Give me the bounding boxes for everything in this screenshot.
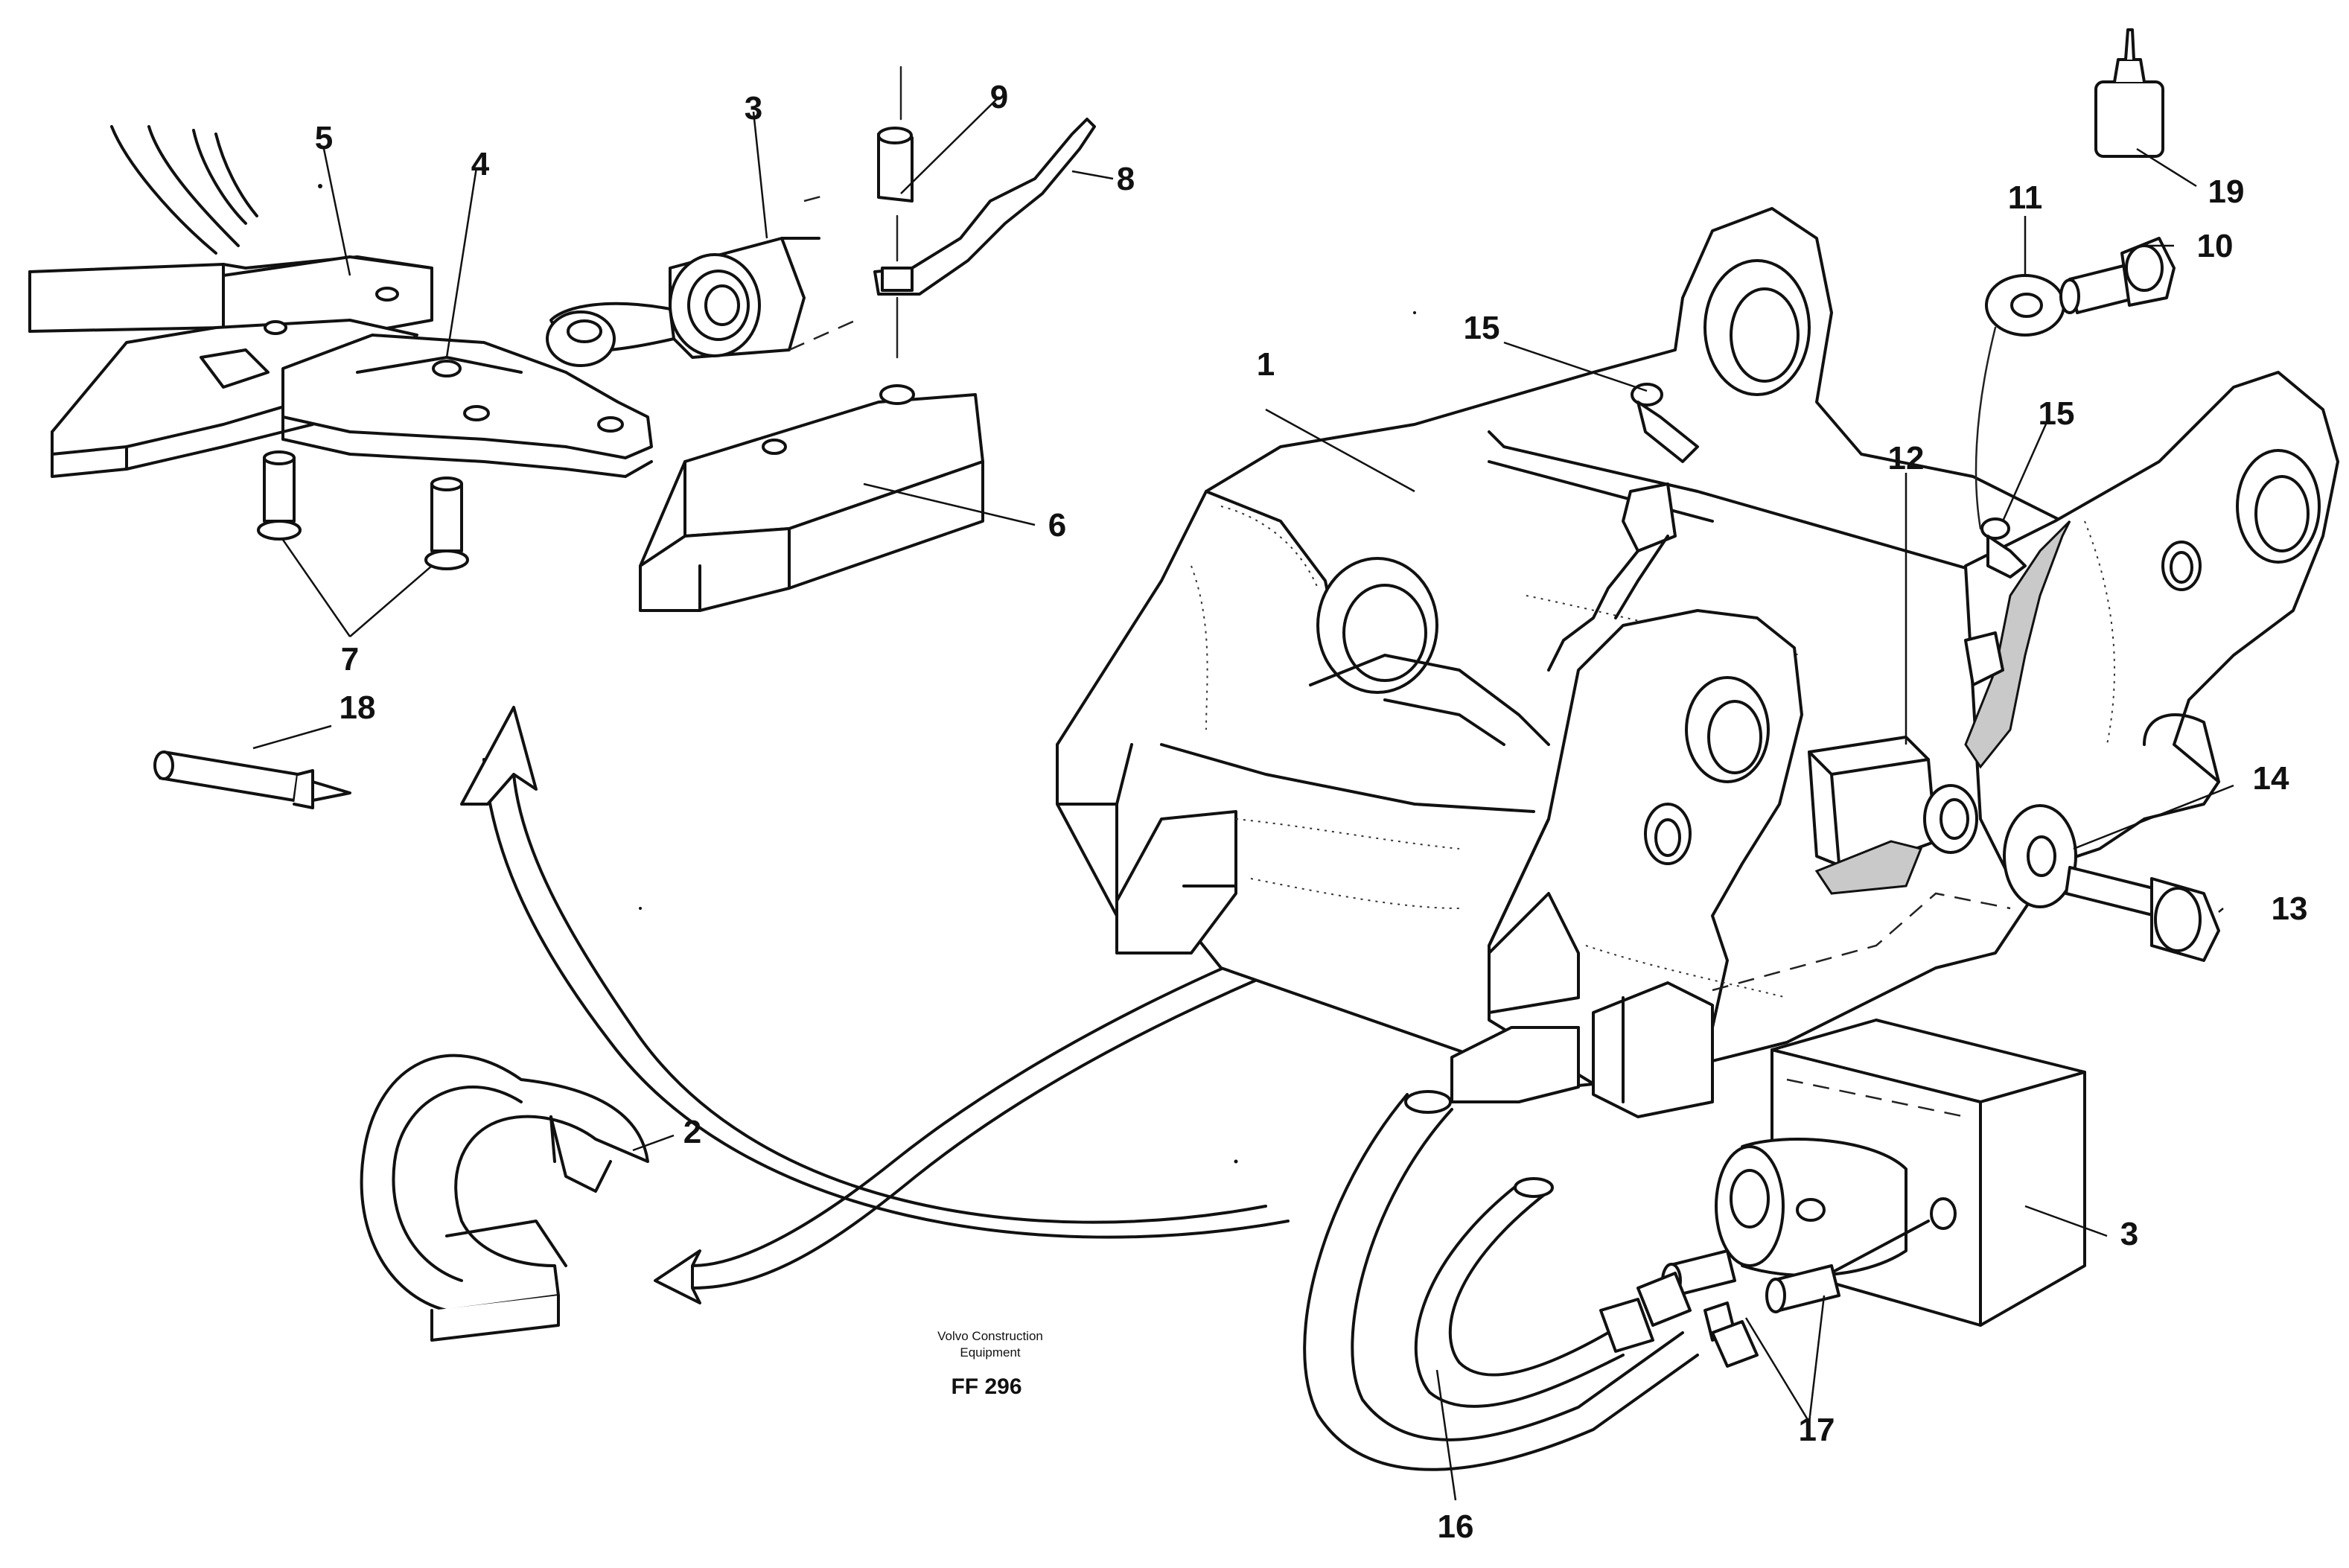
callout-16: 16 [1438, 1508, 1474, 1545]
callout-4: 4 [471, 146, 490, 182]
cylinder-part-3-top-drawing [546, 194, 857, 367]
wedge-part-6-drawing [639, 384, 984, 612]
drawing-code: FF 296 [951, 1374, 1021, 1399]
callout-9: 9 [990, 79, 1008, 115]
callout-1: 1 [1257, 346, 1275, 383]
callout-3-top: 3 [745, 90, 762, 127]
callout-18: 18 [340, 689, 376, 726]
coupler-side-plate-drawing [1964, 371, 2339, 880]
callout-11: 11 [2008, 179, 2043, 216]
credit-line-1: Volvo Construction [937, 1329, 1043, 1343]
washer-part-14-drawing [2003, 804, 2077, 908]
callout-10: 10 [2197, 228, 2234, 264]
leader-lines [252, 96, 2234, 1501]
credit-block: Volvo Construction Equipment FF 296 [937, 1329, 1043, 1399]
lock-block-part-12-drawing [1808, 736, 1978, 895]
callout-12: 12 [1888, 440, 1925, 477]
callout-13: 13 [2272, 890, 2308, 927]
credit-line-2: Equipment [960, 1345, 1021, 1360]
grease-nipple-part-15-right-drawing [1964, 517, 2027, 686]
callout-2: 2 [683, 1114, 701, 1150]
adhesive-bottle-part-19-drawing [2094, 28, 2164, 158]
collar-part-2-drawing [360, 1054, 649, 1342]
callout-5: 5 [315, 120, 333, 156]
bracket-part-5-drawing [28, 125, 433, 478]
callout-14: 14 [2253, 760, 2289, 797]
callout-19: 19 [2208, 173, 2245, 210]
valve-block-part-3-drawing [1715, 1019, 2086, 1327]
callout-15-left: 15 [1464, 310, 1500, 346]
callout-15-right: 15 [2039, 395, 2075, 432]
hoses-part-16-drawing [1303, 1090, 1759, 1471]
callout-8: 8 [1117, 161, 1135, 197]
lever-part-8-drawing [873, 118, 1096, 359]
callout-7: 7 [341, 641, 359, 678]
coupler-front-tower-drawing [1450, 609, 2011, 1118]
callout-6: 6 [1048, 507, 1066, 544]
bolt-part-10-drawing [2059, 237, 2176, 314]
grease-tube-part-18-drawing [153, 750, 351, 809]
callout-17: 17 [1799, 1412, 1835, 1448]
scan-specks [318, 184, 1416, 1164]
bushing-part-9-drawing [877, 66, 914, 262]
bolt-part-13-drawing [2065, 866, 2220, 962]
callout-3-bottom: 3 [2120, 1216, 2138, 1252]
grease-nipple-part-15-left-drawing [1547, 383, 1699, 672]
plate-part-4-drawing [281, 334, 653, 478]
pins-part-7-drawing [257, 450, 469, 570]
callout-labels: 1 2 3 3 4 5 6 7 8 9 10 11 12 13 14 15 15… [315, 79, 2308, 1545]
